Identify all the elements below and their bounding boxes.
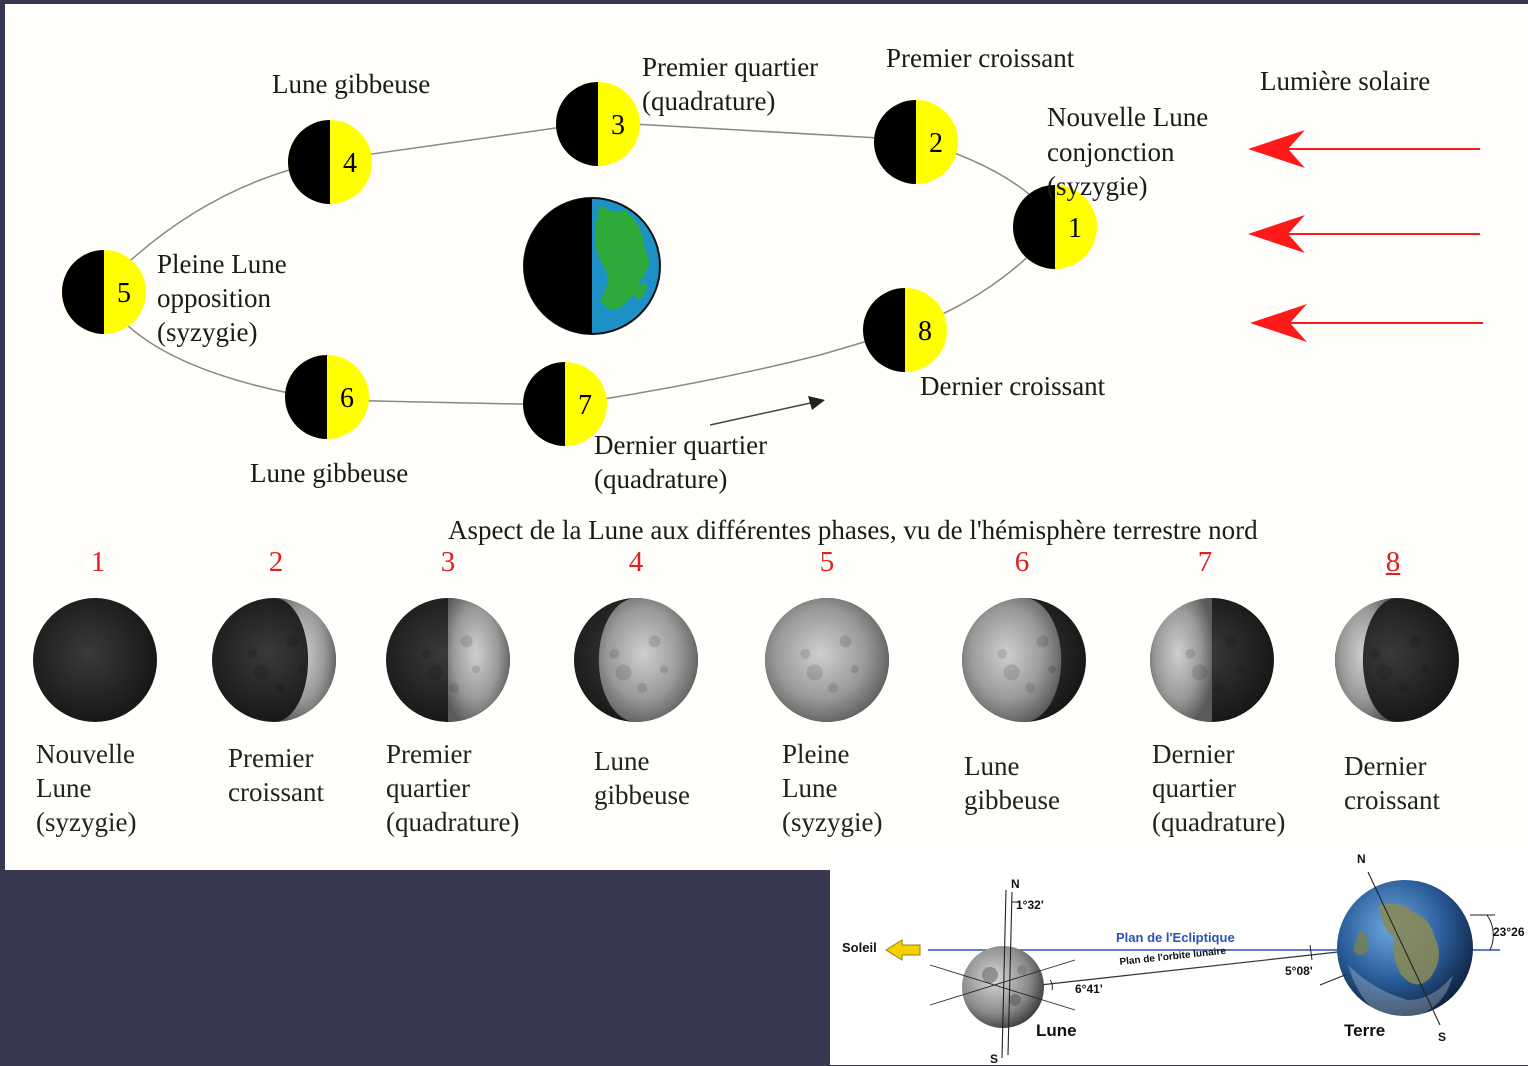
moon-phase-icon — [1150, 598, 1274, 722]
phase-label-line: quartier — [386, 773, 470, 803]
orbit-moon-6: 6 — [285, 355, 369, 439]
phase-label-line: Dernier — [1152, 739, 1235, 769]
moon-phase-icon — [962, 598, 1086, 722]
phase-number: 4 — [628, 546, 644, 578]
orbit-moon-5: 5 — [62, 250, 146, 334]
angle-moon-axis: 1°32' — [1016, 898, 1044, 912]
phase-label-line: Pleine — [782, 739, 850, 769]
label-moon1-line1: Nouvelle Lune — [1047, 102, 1209, 132]
earth-south-label: S — [1438, 1030, 1447, 1044]
orbit-moon-number: 1 — [1068, 213, 1082, 244]
phase-label-line: quartier — [1152, 773, 1236, 803]
moon-north-label: N — [1011, 877, 1020, 891]
label-sunlight: Lumière solaire — [1260, 66, 1431, 96]
phase-label-line: croissant — [228, 777, 324, 807]
phase-label-line: Lune — [36, 773, 92, 803]
orbit-moon-2: 2 — [874, 100, 958, 184]
orbit-moon-3: 3 — [556, 82, 640, 166]
phase-label-line: croissant — [1344, 785, 1440, 815]
moon-phase-icon — [33, 598, 157, 722]
earth-icon — [523, 197, 661, 335]
orbit-moon-number: 6 — [340, 383, 354, 414]
orbit-moon-4: 4 — [288, 120, 372, 204]
terre-label: Terre — [1344, 1021, 1386, 1040]
phase-number: 8 — [1385, 546, 1401, 578]
orbit-moon-8: 8 — [863, 288, 947, 372]
label-moon5-line2: opposition — [157, 283, 272, 313]
phase-number: 3 — [440, 546, 456, 578]
angle-orbit: 5°08' — [1285, 964, 1313, 978]
orbit-moon-number: 7 — [578, 390, 592, 421]
phase-label-line: Premier — [228, 743, 314, 773]
orbit-moon-number: 5 — [117, 278, 131, 309]
phases-caption: Aspect de la Lune aux différentes phases… — [448, 515, 1258, 545]
phase-label: Lune gibbeuse — [964, 749, 1060, 817]
angle-earth: 23°26 — [1493, 925, 1525, 939]
moon-phase-icon — [574, 598, 698, 722]
moon-phase-icon — [212, 598, 336, 722]
phase-label-line: Nouvelle — [36, 739, 135, 769]
phase-label-line: (syzygie) — [36, 807, 137, 837]
label-moon8: Dernier croissant — [920, 371, 1106, 401]
sunlight-arrows — [1248, 130, 1483, 342]
label-moon2: Premier croissant — [886, 43, 1075, 73]
phase-label-line: Lune — [964, 751, 1020, 781]
phase-label-line: Premier — [386, 739, 472, 769]
orbit-moon-number: 4 — [343, 148, 357, 179]
label-moon4: Lune gibbeuse — [272, 69, 431, 99]
label-moon7-line2: (quadrature) — [594, 464, 728, 494]
soleil-label: Soleil — [842, 940, 877, 955]
phase-label: Dernier quartier (quadrature) — [1152, 737, 1285, 839]
label-moon3-line1: Premier quartier — [642, 52, 819, 82]
earth-north-label: N — [1357, 852, 1366, 866]
phase-label: Dernier croissant — [1344, 749, 1440, 817]
phase-number: 7 — [1197, 546, 1213, 578]
phase-label-line: Dernier — [1344, 751, 1427, 781]
phase-label-line: gibbeuse — [594, 780, 690, 810]
angle-moon-orbit: 6°41' — [1075, 982, 1103, 996]
phase-label-line: (quadrature) — [1152, 807, 1286, 837]
orbit-moon-number: 3 — [611, 110, 625, 141]
orbit-moon-number: 2 — [929, 128, 943, 159]
orbit-moon-7: 7 — [523, 362, 607, 446]
ecliptic-label: Plan de l'Ecliptique — [1116, 930, 1235, 945]
phase-number: 5 — [819, 546, 835, 578]
orbit-direction-arrow — [709, 401, 816, 426]
label-moon3-line2: (quadrature) — [642, 86, 776, 116]
phase-label: Premier croissant — [228, 741, 324, 809]
label-moon1-line2: conjonction — [1047, 137, 1175, 167]
orbit-svg: 1 2 3 4 5 6 7 8 — [62, 82, 1483, 446]
orbit-moon-1: 1 — [1013, 185, 1097, 269]
moon-phase-icon — [765, 598, 889, 722]
phase-label: Lune gibbeuse — [594, 744, 690, 812]
moon-south-label: S — [990, 1052, 999, 1066]
phase-number: 1 — [90, 546, 106, 578]
label-moon5-line3: (syzygie) — [157, 317, 258, 347]
moon-phase-icon — [1335, 598, 1459, 722]
phase-label-line: Lune — [594, 746, 650, 776]
label-moon6: Lune gibbeuse — [250, 458, 409, 488]
label-moon5-line1: Pleine Lune — [157, 249, 287, 279]
phase-number: 2 — [268, 546, 284, 578]
phase-label-line: Lune — [782, 773, 838, 803]
moon-phase-icon — [386, 598, 510, 722]
phase-number: 6 — [1014, 546, 1030, 578]
phase-label-line: gibbeuse — [964, 785, 1060, 815]
phase-label-line: (quadrature) — [386, 807, 520, 837]
phase-label-line: (syzygie) — [782, 807, 883, 837]
orbit-moon-number: 8 — [918, 316, 932, 347]
label-moon1-line3: (syzygie) — [1047, 171, 1148, 201]
lune-label: Lune — [1036, 1021, 1077, 1040]
phase-label: Premier quartier (quadrature) — [386, 737, 519, 839]
label-moon7-line1: Dernier quartier — [594, 430, 768, 460]
